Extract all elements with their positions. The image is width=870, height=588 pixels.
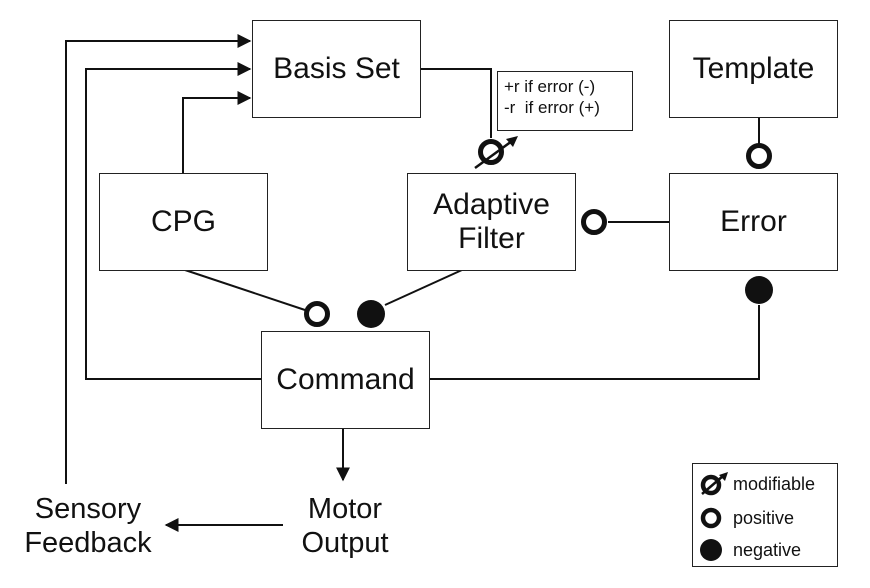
- template-box: Template: [669, 20, 838, 118]
- sensory-feedback-to-basis-line: [65, 34, 252, 484]
- positive-synapse-error-filter-icon: [581, 209, 607, 235]
- cpg-to-command-line: [184, 269, 306, 311]
- command-to-basis-line: [85, 62, 262, 380]
- negative-synapse-error-icon: [745, 276, 773, 304]
- filter-to-command-line: [384, 269, 463, 306]
- modifiable-synapse-icon: [474, 136, 518, 170]
- learning-rule-line2: -r if error (+): [504, 98, 600, 117]
- negative-icon: [700, 539, 722, 561]
- positive-icon: [700, 507, 722, 529]
- motor-output-label: Motor Output: [290, 492, 400, 560]
- error-box: Error: [669, 173, 838, 271]
- legend-modifiable-label: modifiable: [733, 474, 816, 494]
- positive-synapse-cpg-icon: [304, 301, 330, 327]
- legend-item-negative: negative: [693, 534, 837, 566]
- command-box: Command: [261, 331, 430, 429]
- basis-set-label: Basis Set: [273, 52, 400, 85]
- sensory-feedback-label: Sensory Feedback: [14, 492, 162, 560]
- legend: modifiable positive negative: [692, 463, 838, 567]
- sensory-feedback-line1: Sensory: [34, 493, 142, 525]
- motor-output-line1: Motor: [307, 493, 383, 525]
- negative-synapse-filter-icon: [357, 300, 385, 328]
- template-label: Template: [692, 52, 815, 85]
- command-to-error-line: [429, 305, 760, 380]
- basis-to-filter-line: [421, 68, 492, 138]
- legend-positive-label: positive: [733, 508, 795, 528]
- sensory-feedback-line2: Feedback: [24, 527, 152, 559]
- adaptive-filter-label-line2: Filter: [458, 222, 525, 255]
- legend-item-modifiable: modifiable: [693, 468, 837, 500]
- legend-item-positive: positive: [693, 502, 837, 534]
- learning-rule-note: +r if error (-) -r if error (+): [497, 71, 633, 131]
- cpg-to-basis-line: [182, 91, 252, 175]
- error-label: Error: [720, 205, 787, 238]
- motor-output-line2: Output: [301, 527, 389, 559]
- cpg-label: CPG: [150, 205, 216, 238]
- learning-rule-line1: +r if error (-): [504, 77, 596, 96]
- basis-set-box: Basis Set: [252, 20, 421, 118]
- command-label: Command: [276, 363, 415, 396]
- positive-synapse-template-icon: [746, 143, 772, 169]
- adaptive-filter-label-line1: Adaptive: [433, 188, 550, 221]
- cpg-box: CPG: [99, 173, 268, 271]
- adaptive-filter-box: Adaptive Filter: [407, 173, 576, 271]
- legend-negative-label: negative: [733, 540, 802, 560]
- modifiable-icon: [700, 472, 728, 496]
